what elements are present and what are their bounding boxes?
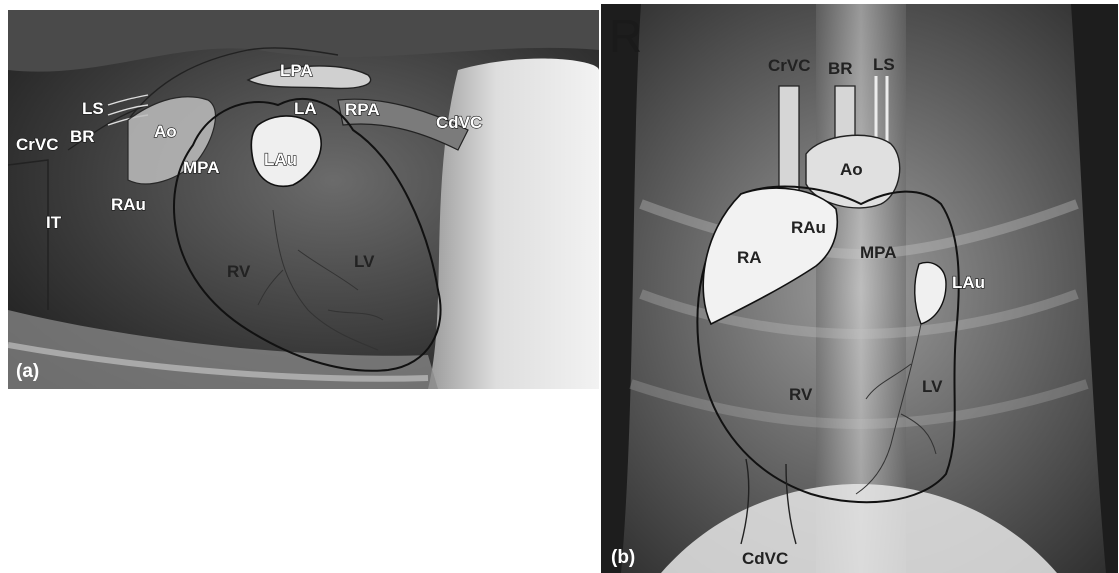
label-ra: RA — [737, 248, 762, 267]
label-crvc: CrVC — [768, 56, 811, 75]
label-cdvc: CdVC — [742, 549, 788, 568]
label-br: BR — [70, 127, 95, 146]
label-ao: Ao — [840, 160, 863, 179]
label-mpa: MPA — [860, 243, 897, 262]
label-lau: LAu — [264, 150, 297, 169]
panel-a-label: (a) — [16, 361, 39, 382]
panel-b-label: (b) — [611, 547, 635, 568]
label-rv: RV — [789, 385, 813, 404]
orientation-label: R — [609, 10, 642, 62]
panel-b-illustration: R CrVC BR LS Ao RAu RA MPA LAu RV LV CdV… — [601, 4, 1118, 573]
label-la: LA — [294, 99, 317, 118]
label-crvc: CrVC — [16, 135, 59, 154]
label-ao: Ao — [154, 122, 177, 141]
label-lpa: LPA — [280, 61, 313, 80]
label-lv: LV — [922, 377, 943, 396]
label-mpa: MPA — [183, 158, 220, 177]
label-lv: LV — [354, 252, 375, 271]
label-rau: RAu — [111, 195, 146, 214]
label-br: BR — [828, 59, 853, 78]
diaphragm-liver-shadow — [428, 58, 599, 389]
label-ls: LS — [873, 55, 895, 74]
label-rv: RV — [227, 262, 251, 281]
label-ls: LS — [82, 99, 104, 118]
label-rau: RAu — [791, 218, 826, 237]
label-rpa: RPA — [345, 100, 380, 119]
panel-a-illustration: CrVC BR LS Ao LPA LA RPA CdVC MPA LAu RA… — [8, 10, 599, 389]
panel-a-lateral-view: CrVC BR LS Ao LPA LA RPA CdVC MPA LAu RA… — [8, 10, 599, 389]
label-cdvc: CdVC — [436, 113, 482, 132]
label-it: IT — [46, 213, 62, 232]
label-lau: LAu — [952, 273, 985, 292]
panel-b-dv-view: R CrVC BR LS Ao RAu RA MPA LAu RV LV CdV… — [601, 4, 1118, 573]
